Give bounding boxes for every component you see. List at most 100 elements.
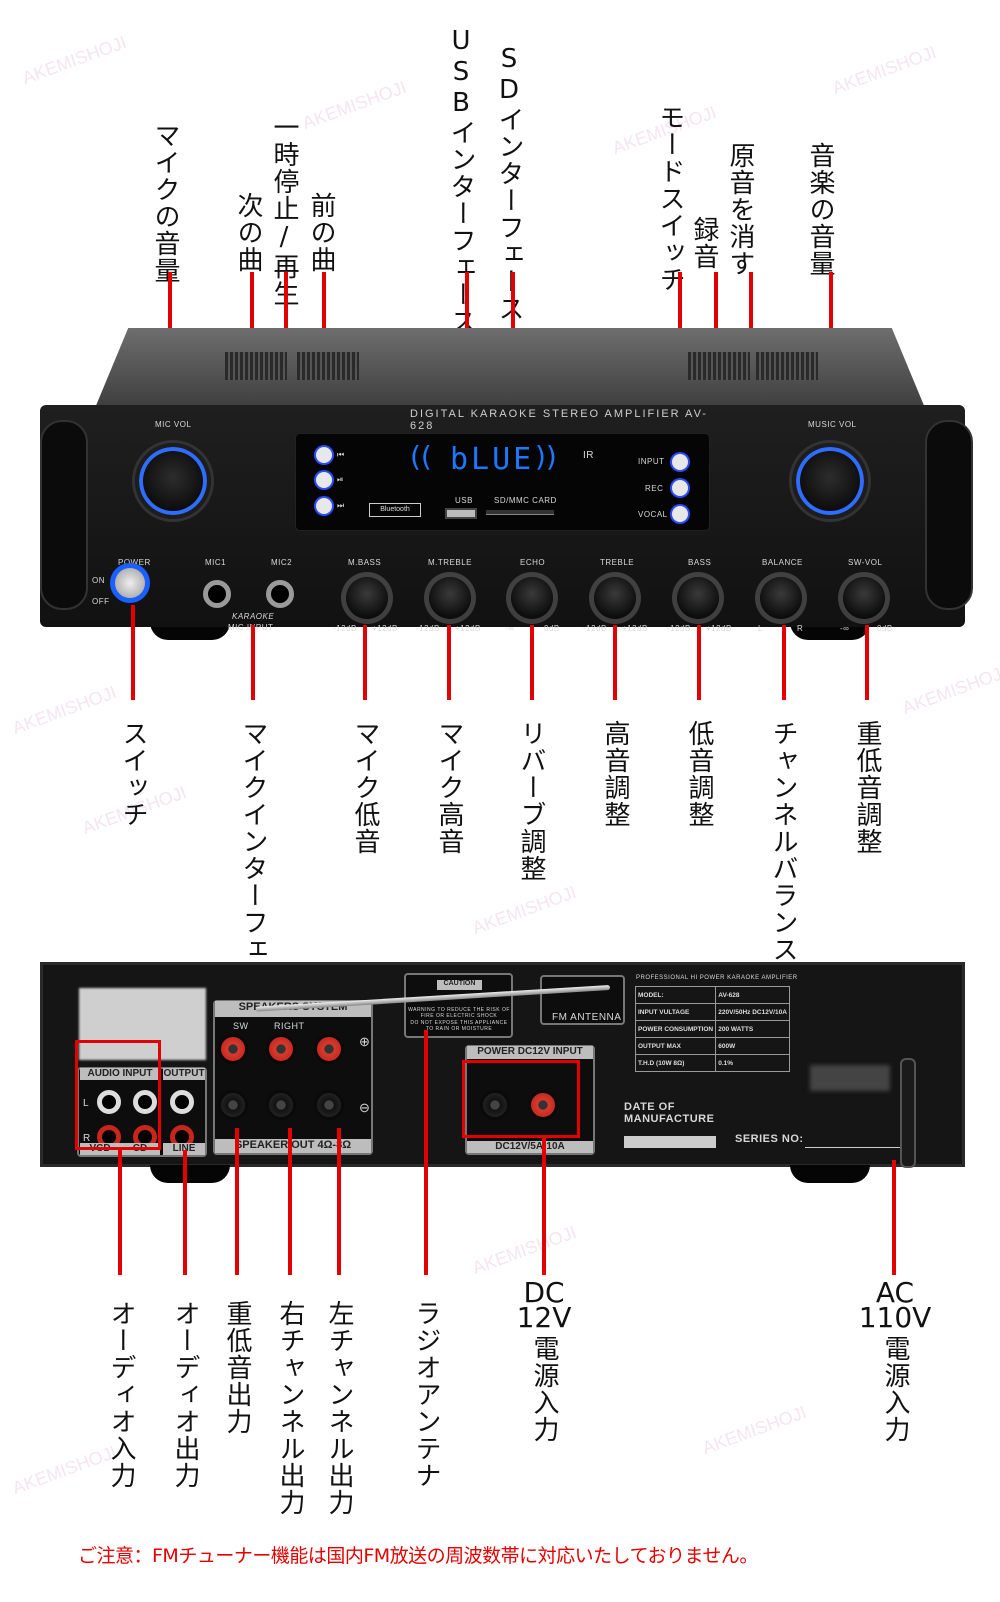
knob-range: +12dB bbox=[372, 624, 398, 633]
mic-bass-knob[interactable] bbox=[346, 577, 388, 619]
dc-minus-terminal[interactable] bbox=[480, 1090, 510, 1120]
play-pause-icon: ⏯ bbox=[337, 475, 344, 484]
power-button[interactable] bbox=[110, 563, 150, 603]
ac-line3: 電源入力 bbox=[880, 1335, 910, 1443]
mic2-jack[interactable] bbox=[266, 580, 294, 608]
usb-label: USB bbox=[455, 496, 473, 505]
display-readout: bLUE bbox=[450, 442, 535, 477]
speakers-panel bbox=[213, 1000, 373, 1155]
music-vol-label: MUSIC VOL bbox=[808, 420, 857, 429]
caution-text: DO NOT EXPOSE THIS APPLIANCE TO RAIN OR … bbox=[410, 1020, 508, 1032]
sd-card-slot[interactable] bbox=[486, 510, 554, 515]
dc-line2: 12V bbox=[516, 1301, 572, 1334]
leader-line bbox=[447, 625, 451, 700]
knob-range: 0dB bbox=[544, 624, 560, 633]
callout-next-track: 次の曲 bbox=[233, 192, 263, 273]
watermark: AKEMISHOJI bbox=[829, 41, 939, 99]
power-label: POWER bbox=[118, 558, 151, 567]
callout-left-out: 左チャンネル出力 bbox=[324, 1300, 354, 1516]
r-label: R bbox=[83, 1133, 91, 1144]
caution-title: CAUTION bbox=[437, 980, 482, 990]
callout-switch: スイッチ bbox=[118, 720, 148, 828]
callout-audio-input: オーディオ入力 bbox=[106, 1300, 136, 1489]
knob-range: -12dB bbox=[333, 624, 357, 633]
callout-balance: チャンネルバランス bbox=[768, 720, 798, 963]
usb-port[interactable] bbox=[445, 508, 477, 519]
mic-volume-knob[interactable] bbox=[135, 443, 211, 519]
callout-radio-antenna: ラジオアンテナ bbox=[411, 1300, 441, 1489]
callout-subwoofer: 重低音調整 bbox=[852, 720, 882, 855]
knob-label: ECHO bbox=[520, 558, 546, 567]
knob-range: -12dB bbox=[667, 624, 691, 633]
treble-knob[interactable] bbox=[594, 577, 636, 619]
knob-range: R bbox=[797, 624, 804, 633]
leader-line bbox=[865, 625, 869, 700]
callout-mic-bass: マイク低音 bbox=[350, 720, 380, 855]
watermark: AKEMISHOJI bbox=[299, 76, 409, 134]
leader-line bbox=[131, 605, 135, 700]
sw-plus-terminal[interactable] bbox=[218, 1034, 248, 1064]
fm-antenna-label: FM ANTENNA bbox=[552, 1012, 622, 1023]
leader-line bbox=[542, 1135, 546, 1275]
watermark: AKEMISHOJI bbox=[699, 1401, 809, 1459]
callout-mic-treble: マイク高音 bbox=[434, 720, 464, 855]
left-minus-terminal[interactable] bbox=[314, 1090, 344, 1120]
mic-treble-knob[interactable] bbox=[429, 577, 471, 619]
leader-line bbox=[118, 1150, 122, 1275]
knob-range: +12dB bbox=[455, 624, 481, 633]
play-pause-button[interactable] bbox=[316, 472, 332, 488]
bluetooth-badge: Bluetooth bbox=[369, 503, 421, 517]
callout-subwoofer-out: 重低音出力 bbox=[222, 1300, 252, 1435]
rec-button[interactable] bbox=[672, 480, 688, 496]
vent bbox=[297, 352, 359, 380]
knob-range: -12dB bbox=[583, 624, 607, 633]
plus-icon: ⊕ bbox=[359, 1034, 371, 1049]
callout-right-out: 右チャンネル出力 bbox=[275, 1300, 305, 1516]
mic-vol-label: MIC VOL bbox=[155, 420, 192, 429]
balance-knob[interactable] bbox=[760, 577, 802, 619]
spec-title: PROFESSIONAL HI POWER KARAOKE AMPLIFIER bbox=[636, 975, 798, 981]
mic1-label: MIC1 bbox=[205, 558, 227, 567]
right-minus-terminal[interactable] bbox=[266, 1090, 296, 1120]
music-volume-knob[interactable] bbox=[792, 443, 868, 519]
next-track-button[interactable] bbox=[316, 498, 332, 514]
knob-label: SW-VOL bbox=[848, 558, 883, 567]
fm-antenna-panel bbox=[540, 975, 625, 1025]
bass-knob[interactable] bbox=[677, 577, 719, 619]
ac-line2: 110V bbox=[858, 1301, 932, 1334]
right-plus-terminal[interactable] bbox=[266, 1034, 296, 1064]
caution-text: WARNING TO REDUCE THE RISK OF FIRE OR EL… bbox=[408, 1007, 510, 1019]
dc-plus-terminal[interactable] bbox=[528, 1090, 558, 1120]
left-handle bbox=[40, 420, 88, 610]
leader-line bbox=[183, 1150, 187, 1275]
line-l-jack[interactable] bbox=[170, 1090, 194, 1114]
ac-power-cord[interactable] bbox=[900, 1058, 916, 1168]
leader-line bbox=[337, 1128, 341, 1275]
vocal-button[interactable] bbox=[672, 506, 688, 522]
knob-label: M.TREBLE bbox=[428, 558, 473, 567]
left-plus-terminal[interactable] bbox=[314, 1034, 344, 1064]
prev-track-button[interactable] bbox=[316, 447, 332, 463]
cd-l-jack[interactable] bbox=[133, 1090, 157, 1114]
power-dc-label: POWER DC12V INPUT bbox=[467, 1046, 593, 1059]
watermark: AKEMISHOJI bbox=[469, 881, 579, 939]
input-label: INPUT bbox=[638, 457, 665, 466]
echo-knob[interactable] bbox=[511, 577, 553, 619]
vcd-l-jack[interactable] bbox=[97, 1090, 121, 1114]
watermark: AKEMISHOJI bbox=[9, 681, 119, 739]
sw-label: SW bbox=[233, 1021, 249, 1031]
input-button[interactable] bbox=[672, 454, 688, 470]
callout-bass: 低音調整 bbox=[684, 720, 714, 828]
vent bbox=[756, 352, 818, 380]
sw-vol-knob[interactable] bbox=[843, 577, 885, 619]
rating-label-blurred bbox=[79, 988, 206, 1060]
knob-label: TREBLE bbox=[600, 558, 635, 567]
sw-minus-terminal[interactable] bbox=[218, 1090, 248, 1120]
knob-range: 0dB bbox=[877, 624, 893, 633]
leader-line bbox=[782, 625, 786, 700]
footer-note: ご注意：FMチューナー機能は国内FM放送の周波数帯に対応いたしておりません。 bbox=[78, 1545, 758, 1567]
mic1-jack[interactable] bbox=[203, 580, 231, 608]
callout-audio-output: オーディオ出力 bbox=[170, 1300, 200, 1489]
leader-line bbox=[235, 1128, 239, 1275]
